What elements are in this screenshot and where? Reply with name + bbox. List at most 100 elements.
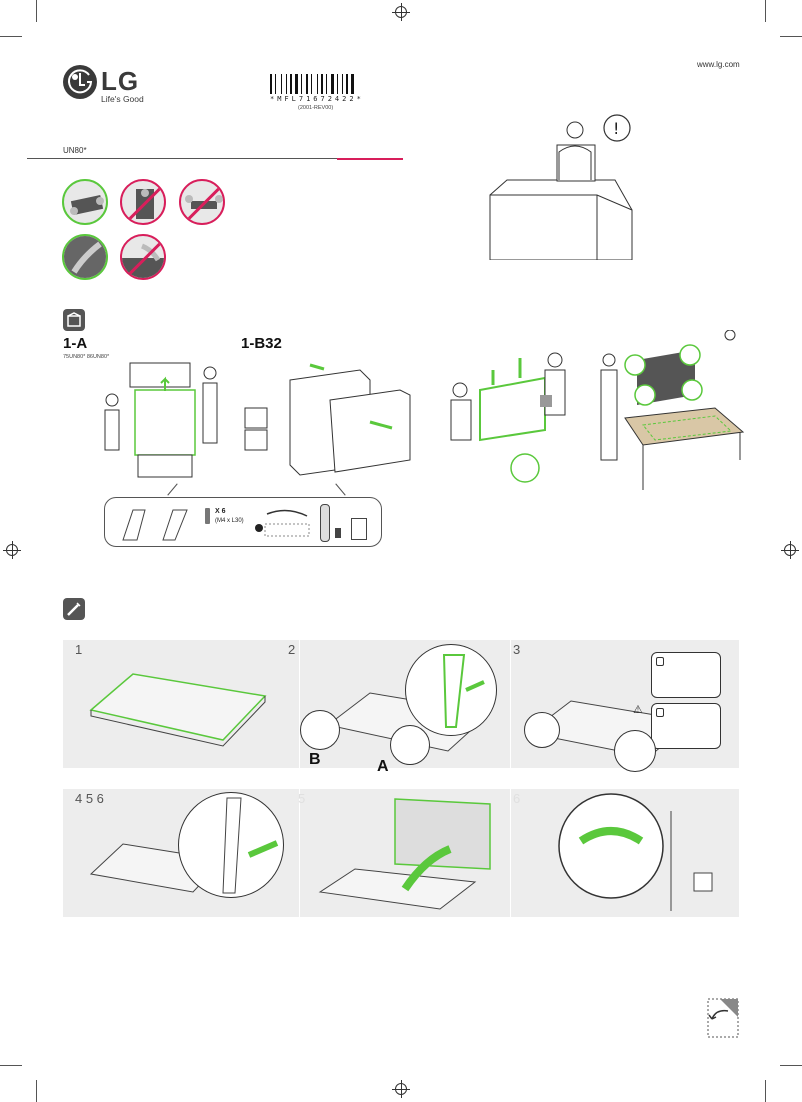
barcode-bar [339, 74, 341, 94]
section-label-1a: 1-A [63, 335, 88, 352]
barcode-bar [342, 74, 343, 94]
stand-zoom-b [300, 710, 340, 750]
barcode-bar [317, 74, 318, 94]
battery-icon [335, 528, 341, 538]
step-number: 3 [513, 642, 521, 657]
stand-label-b: B [309, 751, 321, 768]
barcode-bar [288, 74, 289, 94]
crop-mark [765, 0, 766, 22]
step-number: 2 [288, 642, 296, 657]
barcode-bar [337, 74, 338, 94]
unpacking-box-icon [63, 309, 85, 331]
plus-icon [255, 524, 263, 532]
tv-stand-up-illustration [318, 798, 491, 910]
assembly-screwdriver-icon [63, 598, 85, 620]
tv-lifting-illustration [445, 350, 575, 485]
stand-zoom-left [524, 712, 560, 748]
header-rule-accent [337, 158, 403, 160]
barcode-revision: (2001-REV00) [298, 105, 334, 111]
barcode-text: *MFL71672422* [270, 95, 364, 103]
lock-icon [656, 657, 664, 666]
registration-mark [781, 541, 799, 559]
unboxing-warning-illustration: ! [487, 110, 637, 261]
crop-mark [36, 0, 37, 22]
barcode-bar [275, 74, 276, 94]
barcode-bar [344, 74, 345, 94]
step-panel-6: 6 [511, 789, 739, 917]
registration-mark [3, 541, 21, 559]
barcode: *MFL71672422* (2001-REV00) [270, 74, 366, 111]
stand-label-a: A [377, 758, 389, 775]
stand-legs-icon [122, 509, 188, 541]
tv-on-table-illustration [595, 329, 745, 495]
barcode-bar [313, 74, 316, 94]
remote-control-icon [320, 504, 330, 542]
screw-icon [205, 508, 210, 524]
screw-zoom [178, 792, 284, 898]
stand-zoom-right [614, 730, 656, 772]
svg-text:!: ! [613, 119, 619, 138]
barcode-bar [283, 74, 285, 94]
barcode-bar [277, 74, 280, 94]
unpack-illustration-b [240, 360, 415, 485]
handling-correct-illustration [62, 179, 108, 225]
barcode-bar [290, 74, 292, 94]
barcode-bar [306, 74, 308, 94]
warning-icon: ⚠ [633, 704, 643, 716]
header-rule [27, 158, 337, 159]
barcode-bar [309, 74, 310, 94]
barcode-bar [331, 74, 334, 94]
lock-inset-top [651, 652, 721, 698]
barcode-bar [321, 74, 323, 94]
step-number: 5 [298, 791, 306, 806]
stand-zoom-a [390, 725, 430, 765]
lock-icon [656, 708, 664, 717]
barcode-bar [286, 74, 287, 94]
brand-tagline: Life's Good [101, 94, 144, 104]
lg-logo-mark-icon [63, 65, 97, 99]
barcode-bar [335, 74, 336, 94]
accessories-box: X 6 (M4 x L30) [104, 497, 382, 547]
handling-correct-illustration [62, 234, 108, 280]
barcode-bar [311, 74, 312, 94]
barcode-bar [301, 74, 302, 94]
barcode-bar [295, 74, 298, 94]
handling-wrong-illustration [120, 179, 166, 225]
crop-mark [0, 36, 22, 37]
page-turn-icon [704, 997, 742, 1039]
registration-mark [392, 3, 410, 21]
handling-wrong-illustration [179, 179, 225, 225]
step-number: 4 5 6 [75, 791, 104, 806]
accessories-pointer-left [167, 483, 178, 496]
barcode-bar [351, 74, 354, 94]
barcode-bar [326, 74, 327, 94]
crop-mark [780, 36, 802, 37]
screw-count: X 6 [215, 508, 226, 515]
barcode-bar [349, 74, 350, 94]
stand-zoom-large [405, 644, 497, 736]
lg-logo: LG Life's Good [63, 63, 173, 105]
barcode-bar [324, 74, 325, 94]
lock-inset-bottom [651, 703, 721, 749]
barcode-bar [293, 74, 294, 94]
accessories-pointer-right [335, 483, 346, 496]
section-label-1b: 1-B32 [241, 335, 282, 352]
website-url: www.lg.com [697, 60, 740, 69]
step-number: 6 [513, 791, 521, 806]
step-number: 1 [75, 642, 83, 657]
registration-mark [392, 1080, 410, 1098]
barcode-bar [319, 74, 320, 94]
crop-mark [780, 1065, 802, 1066]
section-label-1a-models: 75UN80* 86UN80* [63, 354, 110, 360]
handling-wrong-illustration [120, 234, 166, 280]
barcode-bar [355, 74, 356, 94]
step-panel-1: 1 [63, 640, 299, 768]
barcode-bar [346, 74, 348, 94]
crop-mark [0, 1065, 22, 1066]
step-panel-5: 5 [298, 789, 510, 917]
barcode-bars [270, 74, 366, 94]
cable-management-illustration [558, 793, 713, 911]
barcode-bar [281, 74, 282, 94]
model-number: UN80* [63, 146, 87, 155]
brand-name: LG [101, 66, 140, 96]
